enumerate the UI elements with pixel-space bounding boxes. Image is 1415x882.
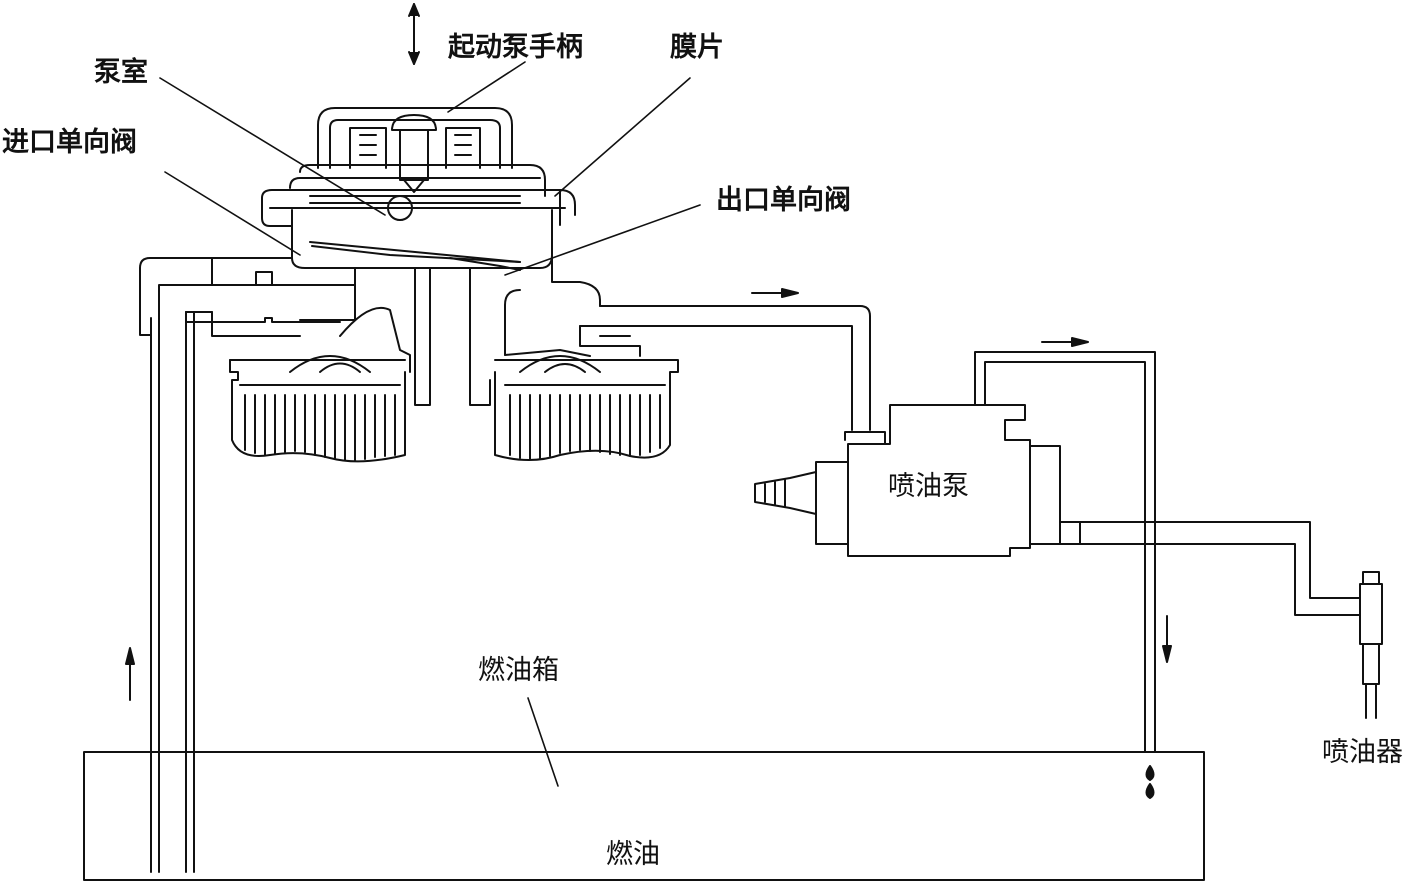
injection-pump-body (754, 351, 1361, 753)
label-injection-pump: 喷油泵 (888, 471, 969, 502)
double-arrow-icon (408, 3, 420, 65)
label-pump-chamber: 泵室 (94, 57, 148, 88)
label-injector: 喷油器 (1322, 737, 1403, 768)
label-diaphragm: 膜片 (670, 32, 724, 63)
arrow-icon (125, 288, 1172, 701)
label-fuel-tank: 燃油箱 (478, 655, 559, 686)
lift-pump (185, 107, 871, 463)
leader-lines (159, 61, 701, 787)
label-fuel: 燃油 (606, 839, 660, 870)
suction-pipe (139, 257, 213, 873)
label-inlet-check-valve: 进口单向阀 (2, 127, 137, 158)
fuel-tank (83, 751, 1205, 881)
injector (1359, 571, 1383, 719)
fuel-drop-icon (1145, 765, 1155, 799)
label-outlet-check-valve: 出口单向阀 (716, 185, 851, 216)
label-primer-handle: 起动泵手柄 (448, 32, 583, 63)
